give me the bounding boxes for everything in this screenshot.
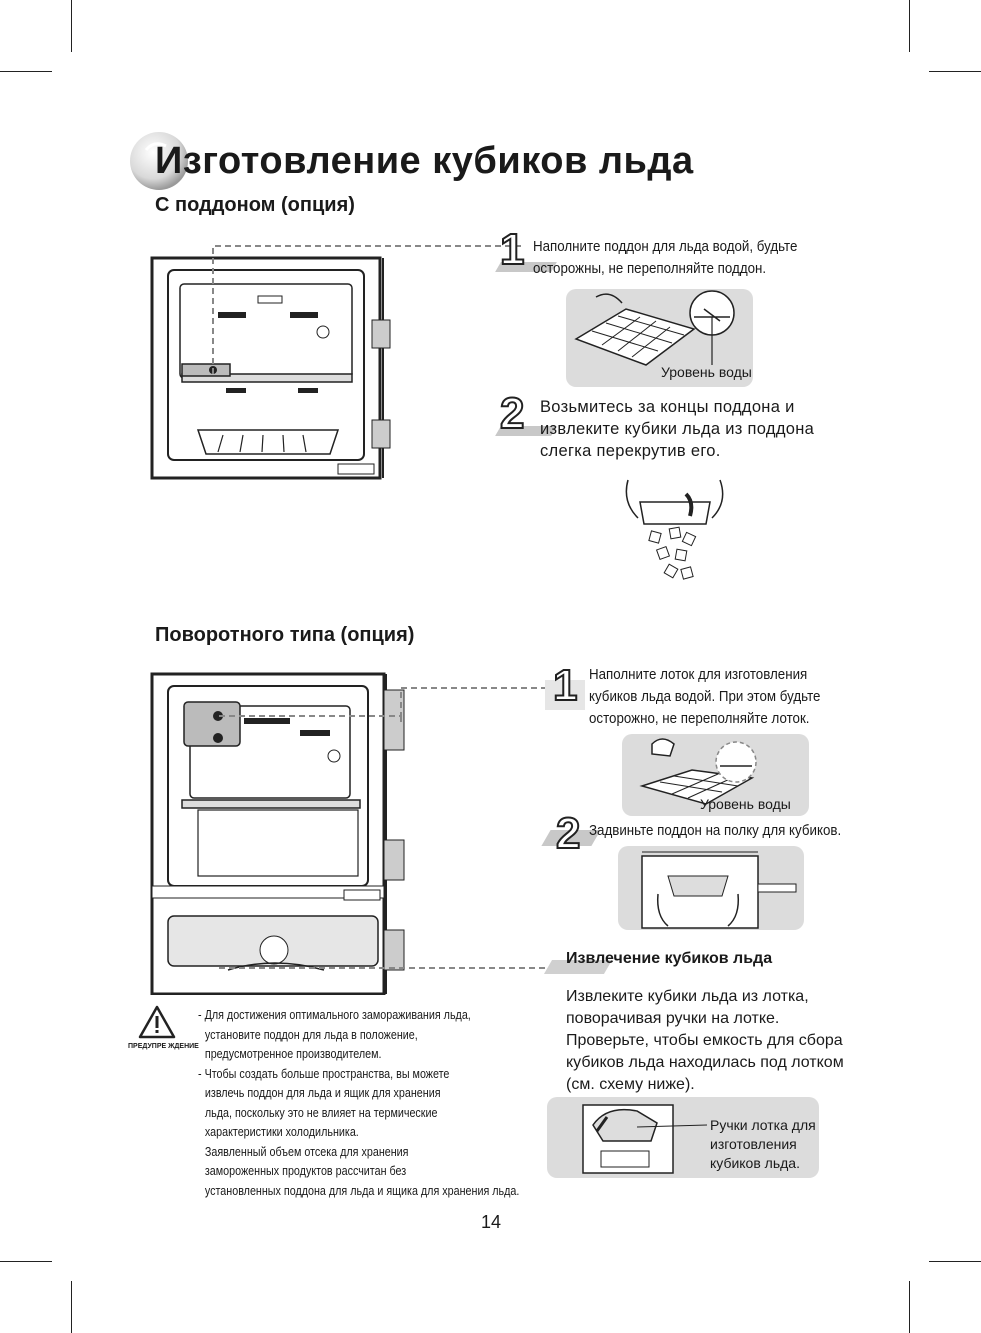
title-bubble-icon xyxy=(130,132,188,190)
page-number: 14 xyxy=(481,1212,502,1232)
water-level-label: Уровень воды xyxy=(700,796,791,812)
warning-icon xyxy=(138,1005,176,1039)
crop-mark xyxy=(0,71,52,72)
removal-text: Извлеките кубики льда из лотка, поворачи… xyxy=(566,988,844,1093)
crop-mark xyxy=(71,0,72,52)
rotary-tray-illustration xyxy=(639,738,757,805)
fridge-illustration xyxy=(150,672,405,995)
step-text: Наполните лоток для изготовления кубиков… xyxy=(589,667,821,727)
step-block-bg xyxy=(545,680,585,710)
pointer-line xyxy=(219,687,555,969)
ice-maker-handles-illustration xyxy=(582,1104,708,1174)
step-text: Возьмитесь за концы поддона и извлеките … xyxy=(540,398,815,460)
section-heading-rotary: Поворотного типа (опция) xyxy=(155,624,415,646)
step-text: Задвиньте поддон на полку для кубиков. xyxy=(589,823,842,839)
step-number: 1 xyxy=(499,225,526,274)
crop-mark xyxy=(929,1261,981,1262)
step-number: 1 xyxy=(552,661,579,710)
ice-tray-illustration xyxy=(574,290,735,366)
warning-icon-label: ПРЕДУПРЕ ЖДЕНИЕ xyxy=(128,1043,199,1050)
warning-text: - Для достижения оптимального заморажива… xyxy=(198,1008,520,1198)
handles-label: Ручки лотка для изготовления кубиков льд… xyxy=(710,1117,816,1171)
crop-mark xyxy=(909,1281,910,1333)
crop-mark xyxy=(0,1261,52,1262)
step-text: Наполните поддон для льда водой, будьте … xyxy=(533,239,798,277)
slide-tray-illustration xyxy=(641,851,797,929)
twist-tray-illustration xyxy=(625,479,724,580)
crop-mark xyxy=(71,1281,72,1333)
page-title: Изготовление кубиков льда xyxy=(155,140,694,182)
removal-heading: Извлечение кубиков льда xyxy=(566,950,773,967)
crop-mark xyxy=(929,71,981,72)
crop-mark xyxy=(909,0,910,52)
water-level-label: Уровень воды xyxy=(661,364,752,380)
freezer-illustration xyxy=(150,256,391,480)
section-heading-tray: С поддоном (опция) xyxy=(155,194,355,216)
pointer-line xyxy=(212,245,525,374)
step-number: 2 xyxy=(555,809,582,858)
step-number: 2 xyxy=(499,389,526,438)
